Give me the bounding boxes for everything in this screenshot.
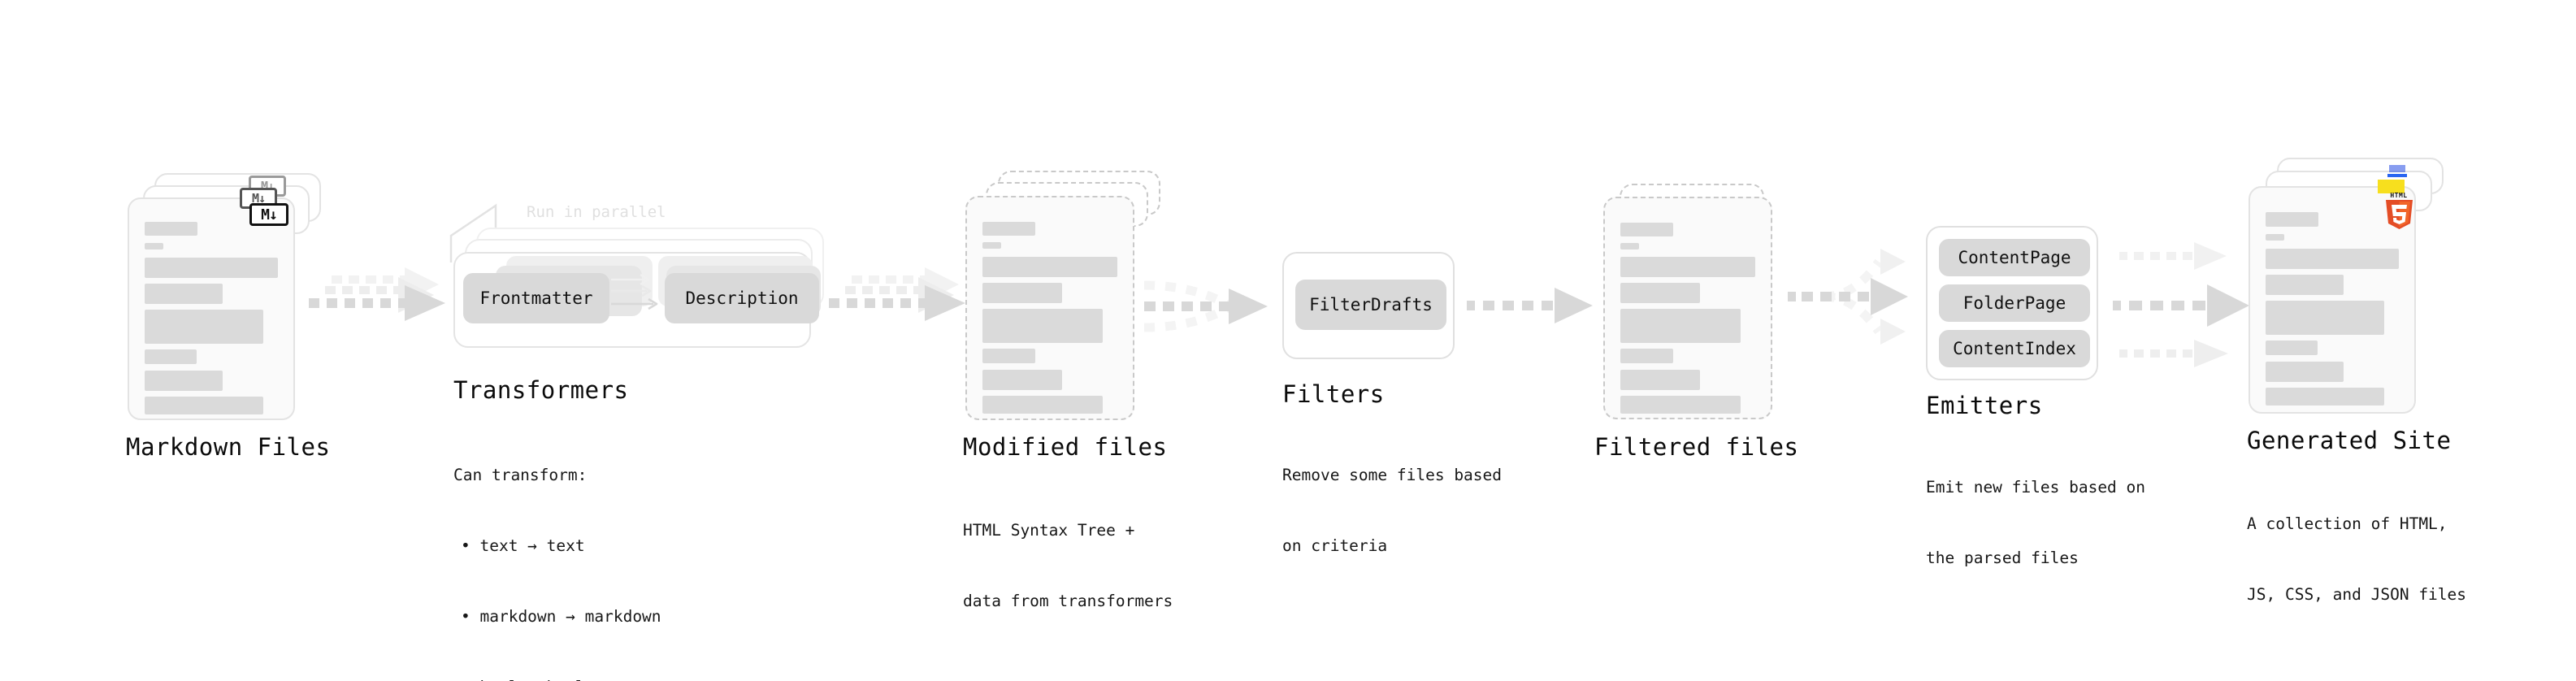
arrow-markdown-to-transformers	[309, 267, 445, 321]
content-bar	[145, 258, 278, 278]
modified-sub-line-1: HTML Syntax Tree +	[963, 521, 1135, 540]
emitters-sub-line-2: the parsed files	[1926, 549, 2079, 567]
filters-subtitle: Remove some files based on criteria	[1282, 416, 1502, 605]
generated-site-subtitle: A collection of HTML, JS, CSS, and JSON …	[2247, 465, 2466, 653]
arrow-filters-to-filtered	[1467, 288, 1593, 323]
content-bar	[2266, 234, 2284, 241]
filtered-files-title: Filtered files	[1594, 433, 1799, 461]
generated-sub-line-1: A collection of HTML,	[2247, 514, 2448, 533]
content-bar	[2266, 275, 2344, 295]
css3-icon	[2387, 165, 2407, 177]
markdown-file-card-front	[128, 197, 295, 420]
content-bar	[145, 371, 223, 391]
content-bar	[982, 309, 1103, 343]
description-chip[interactable]: Description	[665, 273, 819, 323]
content-bar	[2266, 340, 2318, 355]
content-bar	[1620, 223, 1673, 236]
emitters-sub-line-1: Emit new files based on	[1926, 478, 2146, 497]
content-bar	[982, 349, 1035, 363]
transformers-title: Transformers	[453, 376, 629, 404]
content-bar	[145, 310, 263, 344]
contentpage-chip[interactable]: ContentPage	[1939, 239, 2090, 276]
markdown-files-title: Markdown Files	[126, 433, 331, 461]
modified-files-subtitle: HTML Syntax Tree + data from transformer…	[963, 471, 1173, 660]
arrow-filtered-to-emitters	[1788, 249, 1908, 345]
content-bar	[1620, 243, 1639, 249]
emitters-subtitle: Emit new files based on the parsed files	[1926, 428, 2145, 617]
filters-title: Filters	[1282, 380, 1385, 408]
modified-sub-line-2: data from transformers	[963, 592, 1173, 610]
frontmatter-chip[interactable]: Frontmatter	[463, 273, 609, 323]
filters-sub-line-2: on criteria	[1282, 536, 1388, 555]
arrow-modified-to-filters	[1143, 280, 1268, 332]
html5-wordmark: HTML	[2390, 192, 2408, 199]
modified-files-title: Modified files	[963, 433, 1168, 461]
content-bar	[1620, 370, 1700, 390]
emitters-group: ContentPage FolderPage ContentIndex	[1926, 226, 2098, 380]
arrow-transformers-to-modified	[829, 267, 965, 321]
arrow-emitters-to-site	[2113, 242, 2249, 367]
site-file-card-front	[2249, 186, 2416, 414]
modified-file-card-front	[965, 196, 1134, 420]
content-bar	[145, 349, 197, 364]
generated-sub-line-2: JS, CSS, and JSON files	[2247, 585, 2467, 604]
filters-sub-line-1: Remove some files based	[1282, 466, 1503, 484]
transformer-inner-arrows	[611, 273, 658, 310]
content-bar	[1620, 349, 1673, 363]
folderpage-chip[interactable]: FolderPage	[1939, 284, 2090, 322]
run-in-parallel-label: Run in parallel	[527, 203, 666, 221]
content-bar	[1620, 396, 1741, 414]
content-bar	[2266, 362, 2344, 382]
filterdrafts-chip[interactable]: FilterDrafts	[1295, 280, 1446, 330]
content-bar	[2266, 301, 2384, 335]
content-bar	[1620, 283, 1700, 303]
transformers-bullet-3: • html → html	[453, 675, 661, 681]
content-bar	[982, 242, 1001, 249]
content-bar	[145, 397, 263, 414]
transformers-subtitle: Can transform: • text → text • markdown …	[453, 416, 661, 681]
content-bar	[145, 284, 223, 304]
content-bar	[1620, 309, 1741, 343]
content-bar	[2266, 212, 2318, 227]
content-bar	[982, 396, 1103, 414]
emitters-title: Emitters	[1926, 392, 2043, 419]
content-bar	[2266, 249, 2399, 269]
js-icon	[2378, 180, 2405, 193]
filtered-file-card-front	[1603, 197, 1772, 419]
content-bar	[145, 222, 197, 236]
content-bar	[1620, 257, 1755, 277]
content-bar	[982, 257, 1117, 277]
content-bar	[982, 283, 1062, 303]
filters-group: FilterDrafts	[1282, 252, 1455, 359]
run-in-parallel-bracket	[449, 203, 497, 262]
content-bar	[982, 370, 1062, 390]
contentindex-chip[interactable]: ContentIndex	[1939, 330, 2090, 367]
content-bar	[982, 222, 1035, 236]
transformers-bullet-2: • markdown → markdown	[461, 607, 661, 626]
transformers-sub-line: Can transform:	[453, 466, 588, 484]
content-bar	[145, 243, 163, 249]
transformers-bullet-1: • text → text	[461, 536, 585, 555]
markdown-badge: M↓	[249, 203, 288, 226]
generated-site-title: Generated Site	[2247, 427, 2452, 454]
html5-icon: HTML	[2383, 192, 2415, 229]
content-bar	[2266, 388, 2384, 406]
